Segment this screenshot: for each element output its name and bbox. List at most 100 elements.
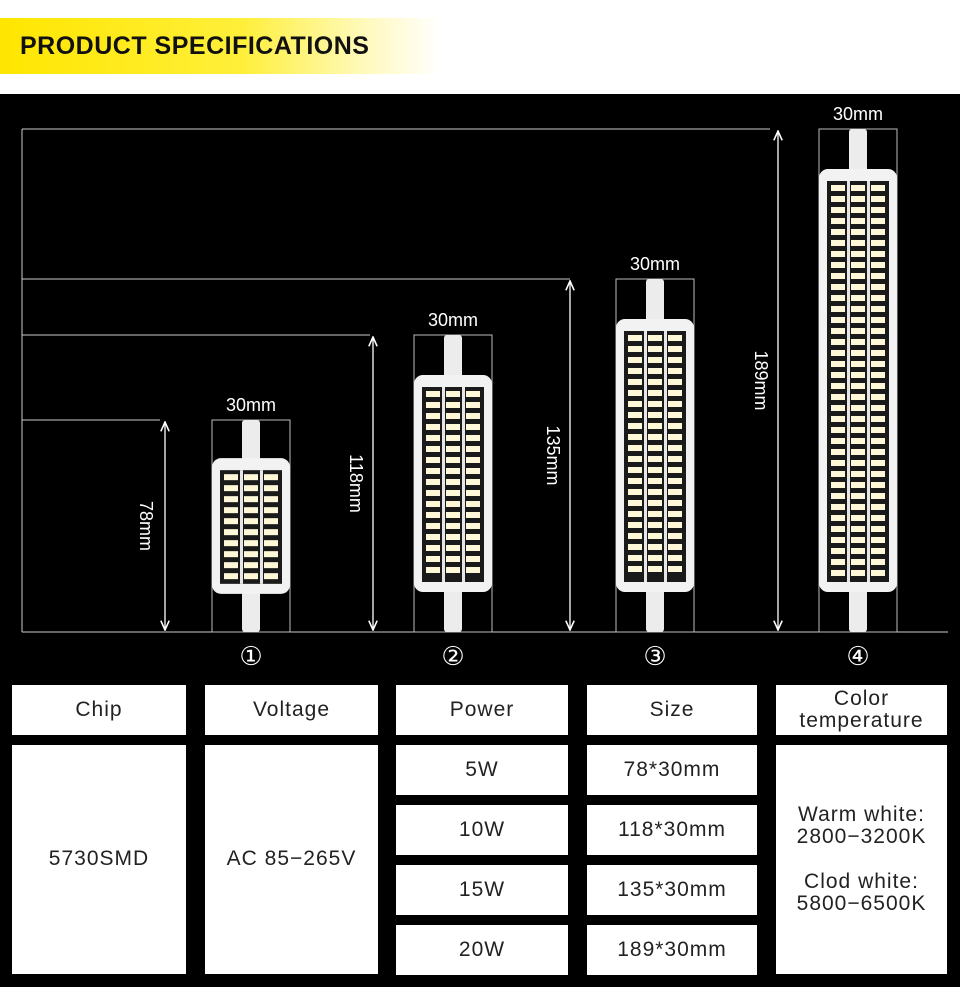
led-chip (426, 457, 440, 463)
led-chip (851, 295, 865, 301)
led-chip (244, 573, 258, 580)
led-chip (426, 468, 440, 474)
led-chip (668, 335, 682, 341)
bulb-rib (644, 331, 647, 582)
led-chip (668, 401, 682, 407)
led-chip (851, 339, 865, 345)
led-chip (628, 335, 642, 341)
led-chip (264, 562, 278, 569)
led-chip (648, 489, 662, 495)
led-chip (264, 507, 278, 514)
led-chip (648, 456, 662, 462)
led-chip (871, 295, 885, 301)
led-chip (871, 328, 885, 334)
bulb-pin-top (849, 129, 867, 175)
led-chip (668, 434, 682, 440)
led-chip (831, 350, 845, 356)
bulb-index-number: ④ (846, 642, 869, 672)
led-chip (871, 405, 885, 411)
led-chip (831, 394, 845, 400)
led-chip (851, 449, 865, 455)
led-chip (446, 545, 460, 551)
led-chip (851, 350, 865, 356)
led-chip (851, 284, 865, 290)
power-cell: 5W (396, 745, 568, 795)
led-chip (224, 518, 238, 525)
led-chip (628, 357, 642, 363)
power-cell: 15W (396, 865, 568, 915)
led-chip (668, 423, 682, 429)
size-cell: 78*30mm (587, 745, 757, 795)
bulb-index-number: ③ (643, 642, 666, 672)
led-chip (628, 445, 642, 451)
led-chip (871, 317, 885, 323)
led-chip (446, 391, 460, 397)
led-chip (648, 368, 662, 374)
led-chip (851, 416, 865, 422)
led-chip (628, 566, 642, 572)
led-chip (628, 500, 642, 506)
led-chip (851, 317, 865, 323)
led-chip (466, 545, 480, 551)
led-chip (446, 435, 460, 441)
bulb-pin-bottom (242, 587, 260, 632)
led-chip (446, 457, 460, 463)
led-chip (628, 434, 642, 440)
header-banner: PRODUCT SPECIFICATIONS (0, 0, 960, 94)
led-chip (871, 350, 885, 356)
led-chip (224, 540, 238, 547)
led-chip (851, 273, 865, 279)
led-chip (831, 284, 845, 290)
led-chip (831, 526, 845, 532)
led-chip (831, 570, 845, 576)
led-chip (831, 273, 845, 279)
led-chip (628, 401, 642, 407)
led-chip (224, 496, 238, 503)
led-chip (446, 468, 460, 474)
led-chip (851, 251, 865, 257)
led-chip (871, 218, 885, 224)
size-cell: 135*30mm (587, 865, 757, 915)
led-chip (244, 540, 258, 547)
led-chip (851, 559, 865, 565)
led-chip (628, 467, 642, 473)
led-chip (628, 456, 642, 462)
led-chip (648, 390, 662, 396)
led-chip (668, 522, 682, 528)
led-chip (668, 379, 682, 385)
led-chip (426, 512, 440, 518)
led-chip (871, 284, 885, 290)
led-chip (851, 438, 865, 444)
led-chip (224, 474, 238, 481)
header-power: Power (396, 685, 568, 735)
led-chip (831, 504, 845, 510)
cool-white-label: Clod white: (804, 869, 919, 893)
led-chip (851, 262, 865, 268)
led-chip (668, 566, 682, 572)
led-chip (831, 416, 845, 422)
led-chip (426, 413, 440, 419)
led-chip (466, 413, 480, 419)
led-chip (446, 413, 460, 419)
led-chip (446, 490, 460, 496)
led-chip (224, 507, 238, 514)
led-chip (244, 474, 258, 481)
led-chip (466, 556, 480, 562)
led-chip (466, 402, 480, 408)
led-chip (871, 548, 885, 554)
chip-value: 5730SMD (12, 745, 186, 974)
led-chip (668, 478, 682, 484)
led-chip (446, 512, 460, 518)
led-chip (871, 515, 885, 521)
led-chip (871, 559, 885, 565)
led-chip (871, 196, 885, 202)
led-chip (628, 346, 642, 352)
led-chip (831, 185, 845, 191)
led-chip (628, 555, 642, 561)
led-chip (628, 489, 642, 495)
led-chip (851, 394, 865, 400)
bulb-index-number: ② (441, 642, 464, 672)
led-chip (446, 402, 460, 408)
led-chip (871, 504, 885, 510)
bulb-rib (867, 181, 870, 582)
